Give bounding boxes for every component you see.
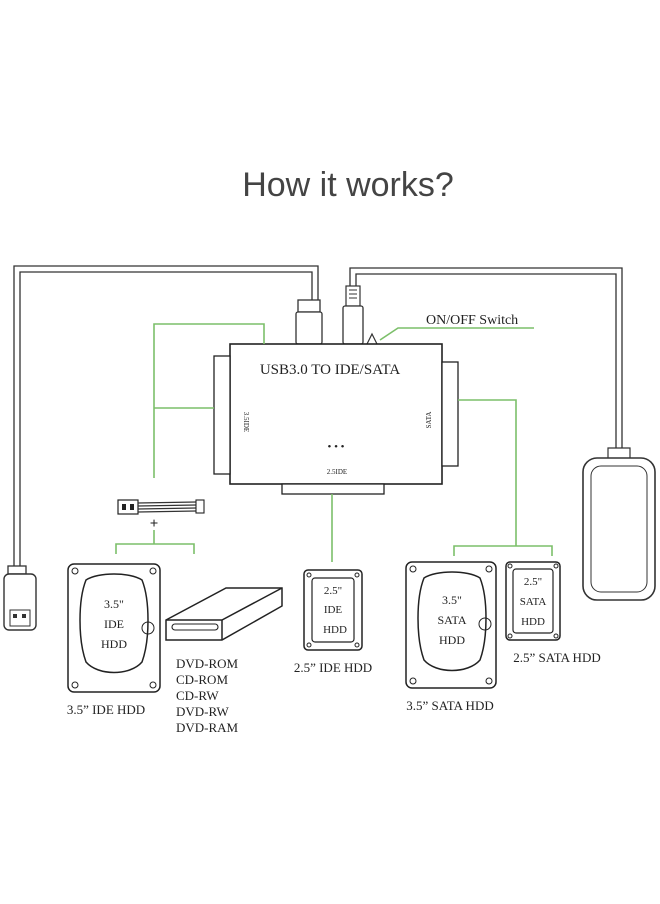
switch-label: ON/OFF Switch [426, 313, 518, 328]
hdd-35-sata: 3.5" SATA HDD 3.5” SATA HDD [405, 561, 497, 713]
optical-drive: DVD-ROM CD-ROM CD-RW DVD-RW DVD-RAM [165, 587, 283, 735]
optical-item-4: DVD-RW [176, 704, 229, 719]
power-connector-icon: + [117, 499, 205, 532]
hdd-25-sata-top: 2.5" [524, 576, 542, 588]
optical-item-5: DVD-RAM [176, 720, 239, 735]
usb-cable [3, 265, 323, 631]
adapter-side-left-label: 3.5IDE [242, 412, 250, 432]
adapter-bottom-label: 2.5IDE [327, 468, 347, 476]
optical-item-1: DVD-ROM [176, 656, 239, 671]
hdd-35-ide-top: 3.5" [104, 597, 124, 611]
plus-sign: + [150, 516, 159, 532]
hdd-25-sata-bot: HDD [521, 616, 545, 628]
adapter-label: USB3.0 TO IDE/SATA [260, 362, 401, 378]
hdd-35-ide-bot: HDD [101, 637, 127, 651]
page-title: How it works? [242, 166, 454, 204]
hdd-35-sata-top: 3.5" [442, 593, 462, 607]
hdd-35-ide-caption: 3.5” IDE HDD [67, 702, 145, 717]
hdd-25-sata: 2.5" SATA HDD 2.5” SATA HDD [505, 561, 601, 665]
hdd-25-ide: 2.5" IDE HDD 2.5” IDE HDD [294, 569, 372, 675]
hdd-25-sata-caption: 2.5” SATA HDD [513, 650, 600, 665]
hdd-25-sata-mid: SATA [520, 596, 547, 608]
adapter-side-right-label: SATA [425, 412, 433, 429]
hdd-35-sata-caption: 3.5” SATA HDD [406, 698, 493, 713]
adapter-box: USB3.0 TO IDE/SATA 3.5IDE SATA 2.5IDE • … [213, 343, 459, 495]
hdd-25-ide-top: 2.5" [324, 585, 342, 597]
optical-item-3: CD-RW [176, 688, 219, 703]
adapter-led-dots: • • • [327, 441, 344, 453]
hdd-25-ide-caption: 2.5” IDE HDD [294, 660, 372, 675]
hdd-25-ide-bot: HDD [323, 624, 347, 636]
hdd-35-sata-mid: SATA [437, 613, 466, 627]
hdd-35-ide-mid: IDE [104, 617, 124, 631]
hdd-35-sata-bot: HDD [439, 633, 465, 647]
connection-lines [115, 323, 553, 562]
optical-item-2: CD-ROM [176, 672, 228, 687]
on-off-switch[interactable]: ON/OFF Switch [365, 313, 534, 347]
power-adapter [342, 267, 656, 601]
hdd-25-ide-mid: IDE [324, 604, 343, 616]
hdd-35-ide: 3.5" IDE HDD 3.5” IDE HDD [67, 563, 161, 717]
